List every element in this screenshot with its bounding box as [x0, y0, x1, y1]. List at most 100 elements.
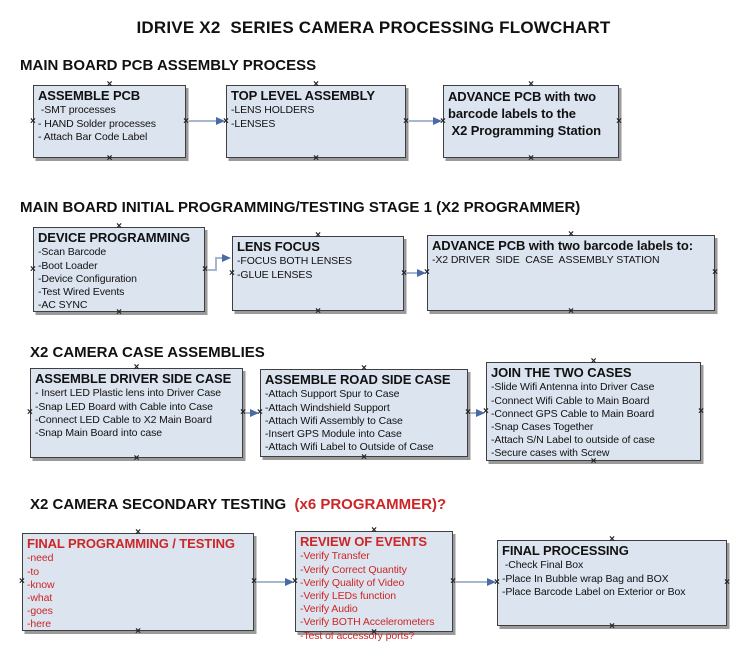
connection-handle-icon: ×	[313, 153, 319, 164]
connection-handle-icon: ×	[724, 577, 730, 588]
box-title: JOIN THE TWO CASES	[491, 365, 632, 380]
box-item: -Verify Audio	[300, 603, 358, 616]
connection-handle-icon: ×	[251, 576, 257, 587]
box-title: FINAL PROCESSING	[502, 543, 629, 558]
flow-box-device-programming: × × × × DEVICE PROGRAMMING -Scan Barcode…	[30, 222, 208, 318]
section-heading-secondary-testing: X2 CAMERA SECONDARY TESTING (x6 PROGRAMM…	[30, 496, 446, 513]
box-item: -Verify BOTH Accelerometers	[300, 616, 435, 629]
connection-handle-icon: ×	[712, 267, 718, 278]
connection-handle-icon: ×	[528, 153, 534, 164]
section-heading-red-part: (x6 PROGRAMMER)?	[290, 496, 447, 513]
box-item: -AC SYNC	[38, 299, 88, 312]
box-item: -Attach Windshield Support	[265, 401, 390, 414]
section-heading-black-part: X2 CAMERA SECONDARY TESTING	[30, 496, 291, 513]
box-item: -Verify LEDs function	[300, 589, 396, 602]
connection-handle-icon: ×	[568, 306, 574, 317]
page-title: IDRIVE X2 SERIES CAMERA PROCESSING FLOWC…	[136, 18, 611, 37]
flow-box-assemble-road-side-case: × × × × ASSEMBLE ROAD SIDE CASE -Attach …	[257, 364, 471, 463]
box-item: - Insert LED Plastic lens into Driver Ca…	[35, 387, 222, 400]
flow-box-final-programming-testing: × × × × FINAL PROGRAMMING / TESTING -nee…	[19, 528, 257, 637]
connection-handle-icon: ×	[609, 621, 615, 632]
box-item: -Test of accessory ports?	[300, 629, 415, 642]
connection-handle-icon: ×	[27, 407, 33, 418]
box-item: -Place In Bubble wrap Bag and BOX	[502, 572, 669, 585]
connection-handle-icon: ×	[698, 405, 704, 417]
arrow-device-to-lensfocus	[207, 254, 231, 271]
box-title: TOP LEVEL ASSEMBLY	[231, 88, 375, 103]
box-item: -Boot Loader	[38, 259, 98, 272]
box-title: ASSEMBLE ROAD SIDE CASE	[265, 372, 451, 387]
flow-box-lens-focus: × × × × LENS FOCUS -FOCUS BOTH LENSES -G…	[229, 231, 407, 317]
box-item: -Check Final Box	[502, 559, 584, 572]
box-item: -Snap LED Board with Cable into Case	[35, 400, 213, 413]
box-item: - HAND Solder processes	[38, 117, 156, 130]
box-item: -Attach Support Spur to Case	[265, 388, 400, 401]
connection-handle-icon: ×	[257, 407, 263, 418]
box-item: - Attach Bar Code Label	[38, 130, 148, 143]
box-item: -X2 DRIVER SIDE CASE ASSEMBLY STATION	[432, 254, 660, 267]
connection-handle-icon: ×	[315, 306, 321, 317]
box-title: ASSEMBLE DRIVER SIDE CASE	[35, 371, 232, 386]
flow-box-advance-pcb-driver-side: × × × × ADVANCE PCB with two barcode lab…	[424, 230, 718, 317]
flow-box-assemble-pcb: × × × × ASSEMBLE PCB -SMT processes - HA…	[30, 80, 189, 164]
box-title: REVIEW OF EVENTS	[300, 534, 427, 549]
connection-handle-icon: ×	[450, 575, 456, 587]
connection-handle-icon: ×	[494, 577, 500, 588]
box-item: -Connect GPS Cable to Main Board	[491, 407, 655, 420]
box-item: -Device Configuration	[38, 272, 137, 285]
box-item: -Connect LED Cable to X2 Main Board	[35, 413, 212, 426]
box-item: -Connect Wifi Cable to Main Board	[491, 394, 650, 407]
box-item: -what	[27, 591, 53, 604]
box-item: -LENSES	[231, 117, 276, 130]
connection-handle-icon: ×	[240, 407, 246, 418]
box-item: -GLUE LENSES	[237, 268, 313, 281]
connection-handle-icon: ×	[30, 263, 36, 275]
flow-box-final-processing: × × × × FINAL PROCESSING -Check Final Bo…	[494, 535, 730, 632]
box-item: -Test Wired Events	[38, 285, 125, 298]
connection-handle-icon: ×	[229, 267, 235, 279]
connection-handle-icon: ×	[202, 263, 208, 275]
section-heading-pcb-assembly: MAIN BOARD PCB ASSEMBLY PROCESS	[20, 57, 317, 74]
box-item: -Scan Barcode	[38, 246, 107, 259]
flow-box-top-level-assembly: × × × × TOP LEVEL ASSEMBLY -LENS HOLDERS…	[223, 80, 409, 164]
connection-handle-icon: ×	[30, 115, 36, 127]
connection-handle-icon: ×	[361, 452, 367, 463]
box-item: -Snap Main Board into case	[35, 426, 162, 439]
box-item: -Snap Cases Together	[491, 420, 594, 433]
connection-handle-icon: ×	[483, 405, 489, 417]
section-heading-case-assemblies: X2 CAMERA CASE ASSEMBLIES	[30, 344, 265, 361]
box-item: -to	[27, 565, 39, 578]
connection-handle-icon: ×	[183, 115, 189, 127]
section-heading-initial-programming: MAIN BOARD INITIAL PROGRAMMING/TESTING S…	[20, 199, 581, 216]
box-item: -SMT processes	[38, 104, 116, 117]
connection-handle-icon: ×	[440, 115, 446, 127]
box-title: LENS FOCUS	[237, 239, 320, 254]
box-title: ADVANCE PCB with two barcode labels to t…	[448, 89, 602, 139]
connection-handle-icon: ×	[403, 115, 409, 127]
box-title: ADVANCE PCB with two barcode labels to:	[432, 238, 693, 253]
box-item: -Slide Wifi Antenna into Driver Case	[491, 381, 655, 394]
box-title: FINAL PROGRAMMING / TESTING	[27, 536, 235, 551]
box-item: -Verify Transfer	[300, 550, 370, 563]
box-item: -Attach Wifi Assembly to Case	[265, 414, 403, 427]
connection-handle-icon: ×	[401, 267, 407, 279]
flow-box-assemble-driver-side-case: × × × × ASSEMBLE DRIVER SIDE CASE - Inse…	[27, 363, 246, 464]
box-item: -Attach Wifi Label to Outside of Case	[265, 441, 434, 454]
connection-handle-icon: ×	[19, 576, 25, 587]
box-title: DEVICE PROGRAMMING	[38, 230, 191, 245]
connection-handle-icon: ×	[106, 153, 113, 164]
connection-handle-icon: ×	[133, 453, 140, 464]
box-item: -Verify Quality of Video	[300, 576, 405, 589]
connection-handle-icon: ×	[223, 115, 229, 127]
box-item: -LENS HOLDERS	[231, 104, 315, 117]
box-item: -know	[27, 578, 55, 591]
connection-handle-icon: ×	[616, 115, 622, 127]
box-item: -here	[27, 618, 52, 631]
box-item: -goes	[27, 605, 53, 618]
box-item: -Insert GPS Module into Case	[265, 427, 402, 440]
connection-handle-icon: ×	[292, 575, 298, 587]
box-item: -need	[27, 552, 54, 565]
box-item: -Place Barcode Label on Exterior or Box	[502, 585, 686, 598]
box-item: -Secure cases with Screw	[491, 447, 610, 460]
